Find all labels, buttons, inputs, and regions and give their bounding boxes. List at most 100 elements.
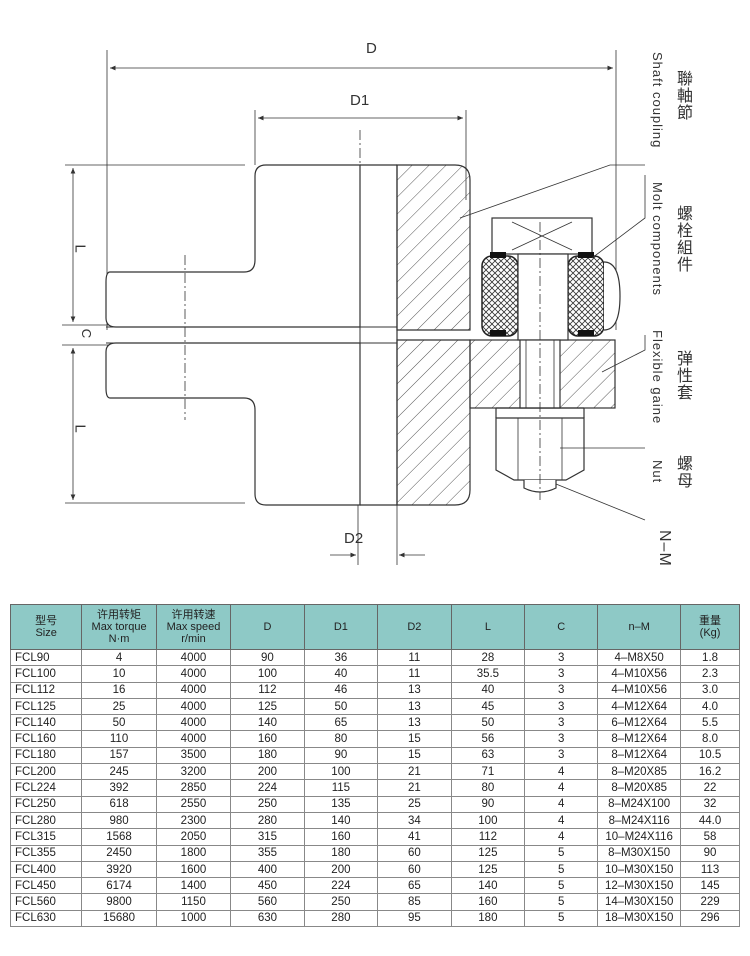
dim-C-label: C <box>79 328 95 339</box>
table-cell: 250 <box>230 795 305 813</box>
table-cell: 13 <box>377 714 452 732</box>
table-cell: 112 <box>230 681 305 699</box>
table-cell: 56 <box>450 730 526 748</box>
table-cell: 392 <box>81 779 157 797</box>
table-cell: 25 <box>377 795 452 813</box>
callout-bolt-cn: 螺栓組件 <box>674 205 691 273</box>
table-cell: 13 <box>377 697 452 716</box>
table-cell: 45 <box>450 697 526 716</box>
table-cell: FCL160 <box>9 730 83 748</box>
table-cell: 90 <box>680 844 740 862</box>
table-cell: 200 <box>303 860 379 879</box>
table-cell: 50 <box>450 714 526 732</box>
table-cell: 3.0 <box>680 681 740 699</box>
table-cell: 8–M12X64 <box>597 746 682 765</box>
table-cell: 115 <box>303 779 379 797</box>
table-cell: 1000 <box>155 909 232 928</box>
dim-NM-label: N–M <box>656 530 673 567</box>
table-cell: 8–M20X85 <box>597 763 682 781</box>
table-cell: 2850 <box>155 779 232 797</box>
table-cell: 2550 <box>155 795 232 813</box>
table-cell: 18–M30X150 <box>597 909 682 928</box>
callout-flexible-en: Flexible gaine <box>650 330 665 425</box>
header-D: D <box>230 604 305 650</box>
table-cell: 3 <box>524 730 599 748</box>
table-cell: 13 <box>377 681 452 699</box>
callout-nut-cn: 螺母 <box>674 455 691 489</box>
table-cell: 8–M20X85 <box>597 779 682 797</box>
callout-flexible-cn: 弹性套 <box>674 350 691 401</box>
table-cell: 180 <box>303 844 379 862</box>
table-cell: FCL250 <box>9 795 83 813</box>
table-cell: 50 <box>303 697 379 716</box>
table-cell: 15 <box>377 730 452 748</box>
table-cell: 224 <box>230 779 305 797</box>
table-cell: 2300 <box>155 811 232 830</box>
table-cell: FCL400 <box>9 860 83 879</box>
table-cell: FCL112 <box>9 681 83 699</box>
table-cell: 4000 <box>155 665 232 683</box>
table-cell: 296 <box>680 909 740 928</box>
table-cell: 16 <box>81 681 157 699</box>
table-cell: 5 <box>524 844 599 862</box>
table-cell: FCL180 <box>9 746 83 765</box>
table-cell: 80 <box>303 730 379 748</box>
table-cell: 3 <box>524 648 599 667</box>
table-cell: 40 <box>450 681 526 699</box>
table-cell: 140 <box>230 714 305 732</box>
table-cell: FCL560 <box>9 893 83 911</box>
table-cell: 65 <box>377 877 452 895</box>
table-cell: 4 <box>524 811 599 830</box>
table-cell: 4–M12X64 <box>597 697 682 716</box>
table-cell: 5.5 <box>680 714 740 732</box>
table-cell: 46 <box>303 681 379 699</box>
table-cell: 4 <box>524 795 599 813</box>
bolt-assembly <box>481 217 621 493</box>
table-cell: 140 <box>450 877 526 895</box>
header-D2: D2 <box>377 604 452 650</box>
table-cell: 60 <box>377 844 452 862</box>
table-cell: 4.0 <box>680 697 740 716</box>
callout-bolt-en: Molt components <box>650 182 665 296</box>
table-cell: 60 <box>377 860 452 879</box>
table-cell: 4000 <box>155 681 232 699</box>
table-cell: 125 <box>450 844 526 862</box>
table-cell: FCL200 <box>9 763 83 781</box>
table-cell: 245 <box>81 763 157 781</box>
table-cell: 113 <box>680 860 740 879</box>
table-cell: 8.0 <box>680 730 740 748</box>
table-cell: 90 <box>303 746 379 765</box>
table-cell: 4 <box>524 828 599 846</box>
table-cell: 35.5 <box>450 665 526 683</box>
table-cell: 9800 <box>81 893 157 911</box>
centerlines <box>184 130 541 500</box>
table-cell: 140 <box>303 811 379 830</box>
table-cell: 10–M24X116 <box>597 828 682 846</box>
dim-L-top-label: L <box>71 244 89 253</box>
table-cell: 4000 <box>155 730 232 748</box>
table-cell: 3200 <box>155 763 232 781</box>
table-cell: FCL224 <box>9 779 83 797</box>
table-cell: 85 <box>377 893 452 911</box>
header-D1: D1 <box>303 604 379 650</box>
table-cell: 10.5 <box>680 746 740 765</box>
table-cell: 4–M8X50 <box>597 648 682 667</box>
table-cell: 980 <box>81 811 157 830</box>
left-hub <box>105 164 398 506</box>
table-cell: 4 <box>524 763 599 781</box>
table-cell: 280 <box>303 909 379 928</box>
table-cell: 280 <box>230 811 305 830</box>
table-cell: 50 <box>81 714 157 732</box>
table-cell: 4000 <box>155 714 232 732</box>
table-cell: 1568 <box>81 828 157 846</box>
table-cell: 100 <box>230 665 305 683</box>
